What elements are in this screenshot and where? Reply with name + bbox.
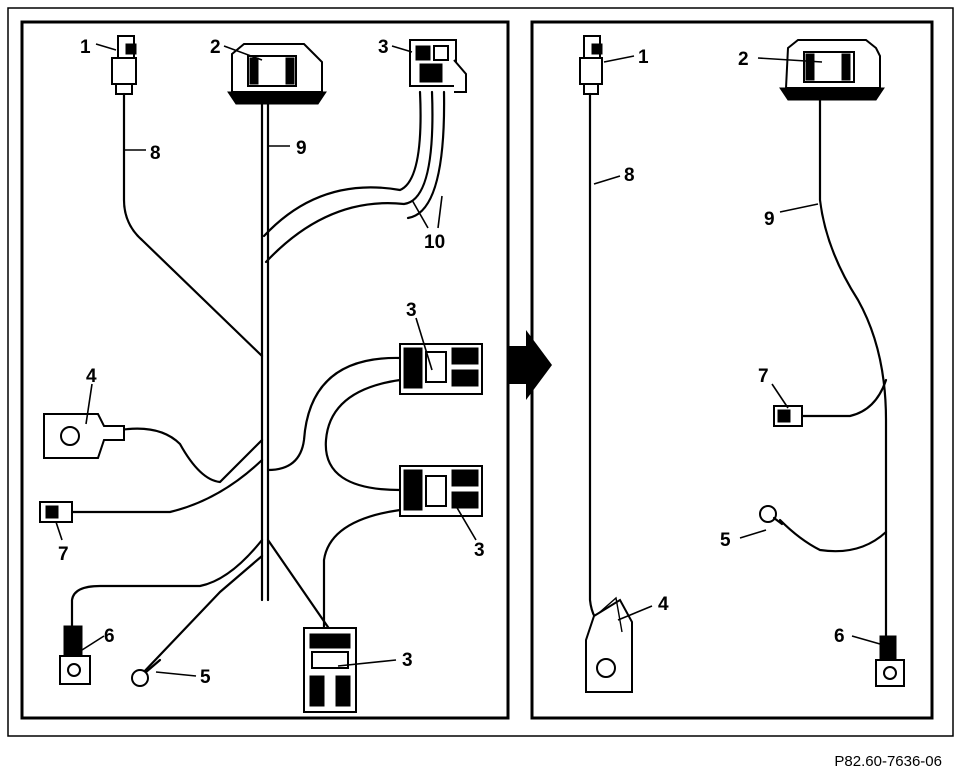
ring-terminal-5-right — [759, 505, 784, 526]
connector-6-left — [59, 625, 91, 685]
connector-1-right — [579, 35, 603, 95]
callout-1-left: 1 — [80, 37, 91, 58]
callout-9-left: 9 — [296, 138, 307, 159]
outer-frame — [7, 7, 954, 737]
callout-2-left: 2 — [210, 37, 221, 58]
callout-3-left-mid-upper: 3 — [406, 300, 417, 321]
ring-terminal-5-left — [131, 658, 162, 687]
right-arrow-icon — [508, 330, 552, 400]
wire-to-3a — [266, 356, 402, 472]
callout-8-left: 8 — [150, 143, 161, 164]
callout-4-left: 4 — [86, 366, 97, 387]
connector-3-left-top — [409, 39, 467, 93]
callout-5-right: 5 — [720, 530, 731, 551]
wire-to-3c — [322, 508, 402, 632]
callout-10-left: 10 — [424, 232, 445, 253]
wire-to-7 — [68, 458, 264, 514]
callout-8-right: 8 — [624, 165, 635, 186]
wire-9-right — [818, 98, 888, 642]
connector-6-right — [875, 635, 905, 687]
callout-2-right: 2 — [738, 49, 749, 70]
wire-to-6 — [70, 538, 264, 628]
callout-9-right: 9 — [764, 209, 775, 230]
callout-7-right: 7 — [758, 366, 769, 387]
connector-7-right — [773, 405, 803, 427]
wire-8-left — [122, 92, 264, 358]
connector-2-left — [227, 43, 327, 105]
wire-to-5 — [138, 554, 264, 678]
connector-1-left — [111, 35, 137, 95]
wire-10b-left — [264, 90, 434, 264]
connector-3-left-bottom — [303, 627, 357, 713]
connector-7-left — [39, 501, 73, 523]
callout-1-right: 1 — [638, 47, 649, 68]
callout-6-right: 6 — [834, 626, 845, 647]
wire-to-3b — [324, 378, 402, 492]
callout-7-left: 7 — [58, 544, 69, 565]
connector-3-left-mid-lower — [399, 465, 483, 517]
right-panel: 1 2 8 9 7 5 4 6 — [530, 20, 934, 720]
callout-3-left-bottom: 3 — [402, 650, 413, 671]
ground-strap-4-right — [585, 596, 633, 693]
callout-5-left: 5 — [200, 667, 211, 688]
wire-to-5-right — [778, 518, 888, 553]
ground-strap-4-left — [43, 413, 125, 459]
callout-3-left-top: 3 — [378, 37, 389, 58]
figure-reference-code: P82.60-7636-06 — [834, 753, 942, 770]
wire-to-4 — [118, 427, 264, 484]
connector-3-left-mid-upper — [399, 343, 483, 395]
left-panel: 1 2 3 8 9 10 3 4 3 7 6 5 3 — [20, 20, 510, 720]
wire-10a-left — [262, 90, 422, 238]
connector-2-right — [779, 39, 885, 101]
wire-8-right — [588, 92, 608, 632]
callout-4-right: 4 — [658, 594, 669, 615]
wire-to-7-right — [798, 378, 888, 418]
right-panel-border — [530, 20, 934, 720]
callout-6-left: 6 — [104, 626, 115, 647]
callout-3-left-mid-lower: 3 — [474, 540, 485, 561]
